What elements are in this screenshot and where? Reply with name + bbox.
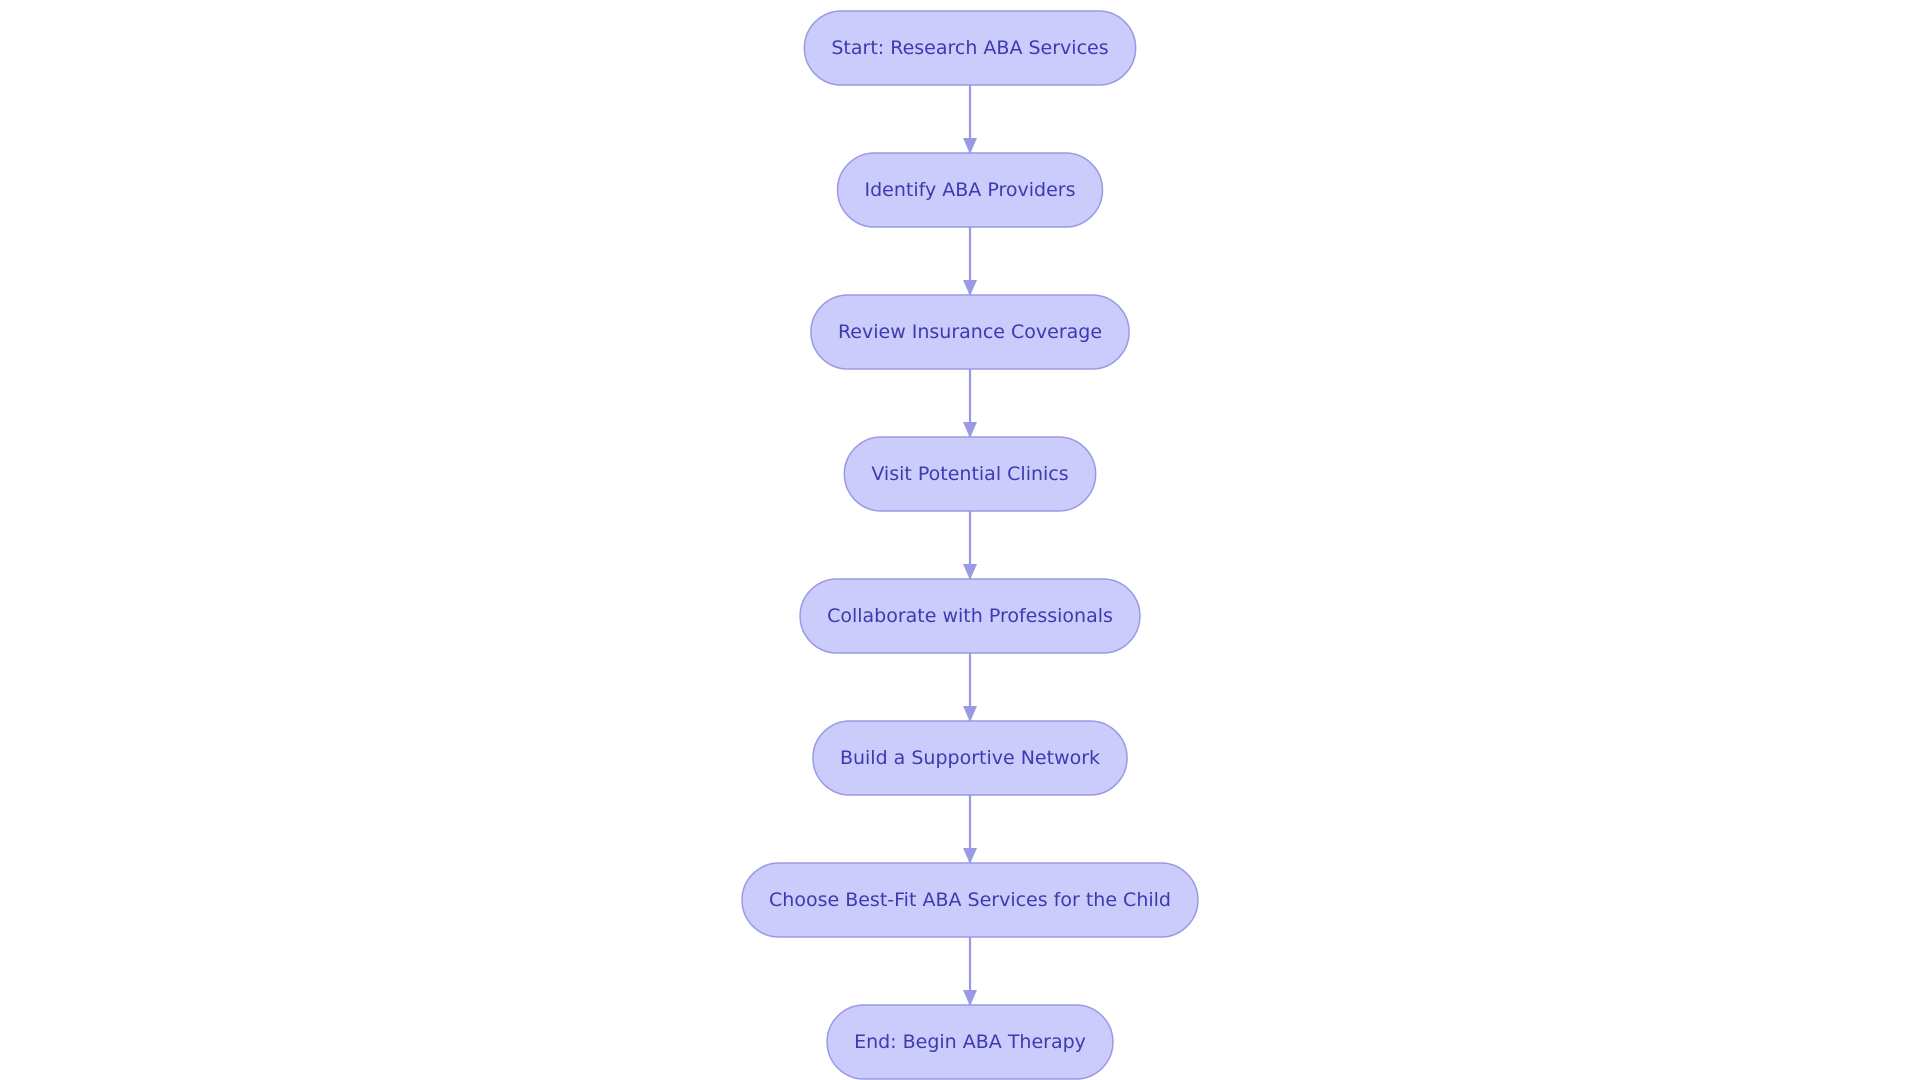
node-shape-collaborate	[799, 578, 1141, 654]
node-collaborate: Collaborate with Professionals	[799, 578, 1141, 654]
node-shape-identify	[836, 152, 1104, 228]
node-label-insurance: Review Insurance Coverage	[838, 321, 1102, 343]
node-label-end: End: Begin ABA Therapy	[854, 1031, 1086, 1053]
node-start: Start: Research ABA Services	[803, 10, 1137, 86]
node-insurance: Review Insurance Coverage	[810, 294, 1130, 370]
node-label-start: Start: Research ABA Services	[831, 37, 1108, 59]
node-shape-start	[803, 10, 1137, 86]
node-label-choose: Choose Best-Fit ABA Services for the Chi…	[769, 889, 1171, 911]
node-shape-visit	[843, 436, 1097, 512]
node-shape-insurance	[810, 294, 1130, 370]
node-label-identify: Identify ABA Providers	[865, 179, 1076, 201]
node-visit: Visit Potential Clinics	[843, 436, 1097, 512]
node-label-visit: Visit Potential Clinics	[871, 463, 1068, 485]
node-shape-choose	[741, 862, 1199, 938]
node-end: End: Begin ABA Therapy	[826, 1004, 1114, 1080]
node-shape-network	[812, 720, 1128, 796]
node-identify: Identify ABA Providers	[836, 152, 1104, 228]
node-shape-end	[826, 1004, 1114, 1080]
node-choose: Choose Best-Fit ABA Services for the Chi…	[741, 862, 1199, 938]
node-network: Build a Supportive Network	[812, 720, 1128, 796]
node-label-network: Build a Supportive Network	[840, 747, 1100, 769]
node-label-collaborate: Collaborate with Professionals	[827, 605, 1113, 627]
